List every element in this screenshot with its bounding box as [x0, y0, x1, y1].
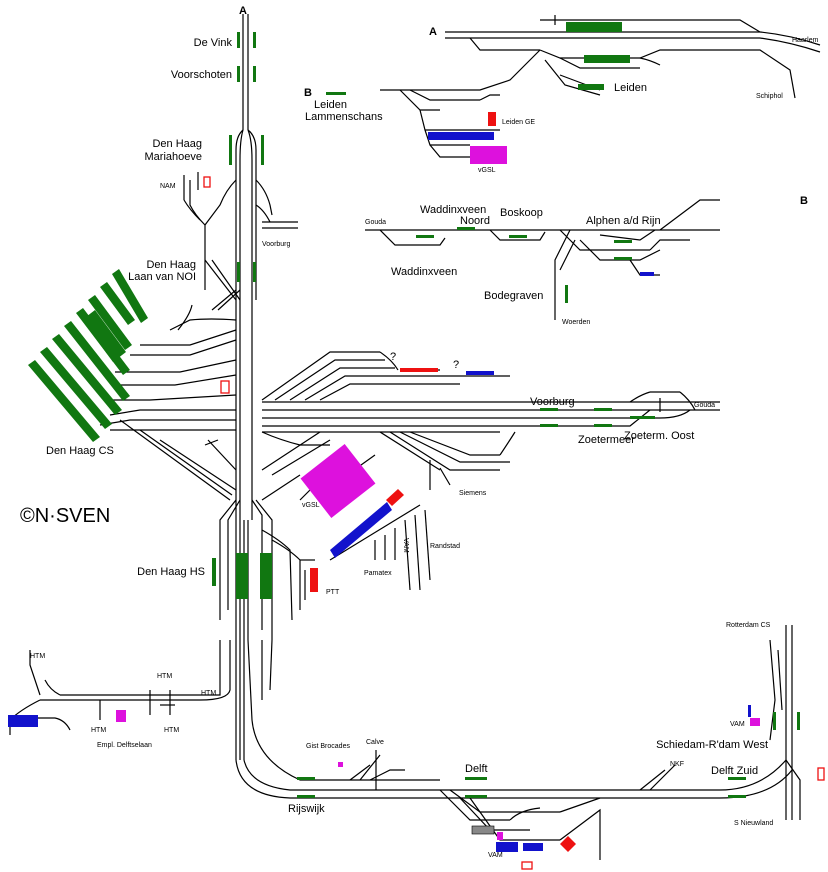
- label-vgsl-leiden: vGSL: [478, 167, 496, 174]
- label-a-right: A: [429, 26, 437, 38]
- label-woerden: Woerden: [562, 319, 590, 326]
- red-box-delft: [521, 861, 533, 870]
- delft-mag: [497, 832, 503, 840]
- label-gouda-left: Gouda: [365, 219, 386, 226]
- station-voorschoten: Voorschoten: [171, 69, 232, 81]
- label-htm-2: HTM: [157, 673, 172, 680]
- label-nam: NAM: [160, 183, 176, 190]
- station-boskoop: Boskoop: [500, 207, 543, 219]
- leiden-blue: [428, 132, 494, 140]
- station-de-vink: De Vink: [194, 37, 233, 49]
- label-b-left: B: [304, 87, 312, 99]
- station-zoetermeer: Zoetermeer: [578, 434, 635, 446]
- station-waddinxveen-noord-2: Noord: [460, 215, 490, 227]
- station-alphen: Alphen a/d Rijn: [586, 215, 661, 227]
- author-signature: ©N·SVEN: [20, 505, 110, 527]
- label-htm-1: HTM: [30, 653, 45, 660]
- label-htm-4: HTM: [91, 727, 106, 734]
- station-mariahoeve-2: Mariahoeve: [145, 151, 202, 163]
- station-den-haag-hs: Den Haag HS: [137, 566, 205, 578]
- delft-hatched: [471, 825, 495, 835]
- station-leiden-lammenschans-2: Lammenschans: [305, 111, 383, 123]
- leiden-ge-red: [488, 112, 496, 126]
- htm-blue: [8, 715, 38, 727]
- label-vam-vertical: VAM: [402, 538, 409, 553]
- station-labels: A A B B ? ? De Vink Voorschoten Den Haag…: [46, 5, 808, 815]
- label-a-top: A: [239, 5, 247, 17]
- station-mariahoeve-1: Den Haag: [152, 138, 202, 150]
- station-waddinxveen-noord-1: Waddinxveen: [420, 204, 486, 216]
- label-schiphol: Schiphol: [756, 93, 783, 100]
- vgsl-main-yard: [300, 444, 376, 518]
- red-siding-2: [400, 368, 438, 372]
- label-vam-schiedam: VAM: [730, 721, 745, 728]
- yards: [8, 112, 825, 870]
- delft-red: [560, 836, 576, 852]
- label-vgsl-main: vGSL: [302, 502, 320, 509]
- pamatex-blue-yard: [330, 502, 392, 558]
- red-siding: [386, 489, 404, 506]
- station-schiedam: Schiedam-R'dam West: [656, 739, 768, 751]
- leiden-vgsl: [470, 146, 507, 164]
- label-haarlem: Haarlem: [792, 37, 819, 44]
- label-htm-5: HTM: [164, 727, 179, 734]
- small-labels: NAM Voorburg Haarlem Schiphol Leiden GE …: [30, 37, 819, 859]
- label-leiden-ge: Leiden GE: [502, 119, 535, 126]
- label-rotterdam-cs: Rotterdam CS: [726, 622, 771, 629]
- station-rijswijk: Rijswijk: [288, 803, 325, 815]
- label-q1: ?: [390, 351, 396, 363]
- station-bodegraven: Bodegraven: [484, 290, 543, 302]
- schiedam-vam: [750, 718, 760, 726]
- station-leiden-lammenschans-1: Leiden: [314, 99, 347, 111]
- delft-blue-2: [523, 843, 543, 851]
- label-b-right: B: [800, 195, 808, 207]
- alphen-blue: [640, 272, 654, 276]
- station-delft: Delft: [465, 763, 488, 775]
- label-htm-3: HTM: [201, 690, 216, 697]
- label-gist-brocades: Gist Brocades: [306, 743, 350, 750]
- blue-siding: [466, 371, 494, 375]
- label-ptt: PTT: [326, 589, 340, 596]
- label-randstad: Randstad: [430, 543, 460, 550]
- empl-magenta: [116, 710, 126, 722]
- label-calve: Calve: [366, 739, 384, 746]
- delft-blue-1: [496, 842, 518, 852]
- station-laan-van-noi-2: Laan van NOI: [128, 271, 196, 283]
- label-pamatex: Pamatex: [364, 570, 392, 577]
- schiedam-blue: [748, 705, 751, 717]
- station-waddinxveen: Waddinxveen: [391, 266, 457, 278]
- station-voorburg: Voorburg: [530, 396, 575, 408]
- station-delft-zuid: Delft Zuid: [711, 765, 758, 777]
- track-lines: [9, 14, 821, 860]
- red-box-cs: [220, 380, 230, 394]
- label-siemens: Siemens: [459, 490, 487, 497]
- label-voorburg-dir: Voorburg: [262, 241, 291, 248]
- station-den-haag-cs: Den Haag CS: [46, 445, 114, 457]
- gist-mag: [338, 762, 343, 767]
- station-laan-van-noi-1: Den Haag: [146, 259, 196, 271]
- station-zoeterm-oost: Zoeterm. Oost: [624, 430, 694, 442]
- label-empl-delftselaan: Empl. Delftselaan: [97, 742, 152, 749]
- label-gouda-right: Gouda: [694, 402, 715, 409]
- station-leiden: Leiden: [614, 82, 647, 94]
- label-q2: ?: [453, 359, 459, 371]
- label-vam-delft: VAM: [488, 852, 503, 859]
- label-s-nieuwland: S Nieuwland: [734, 820, 773, 827]
- platforms: [28, 22, 800, 798]
- red-box-nam: [203, 176, 211, 188]
- red-box-schiedam: [817, 767, 825, 781]
- label-nkf: NKF: [670, 761, 684, 768]
- ptt-red: [310, 568, 318, 592]
